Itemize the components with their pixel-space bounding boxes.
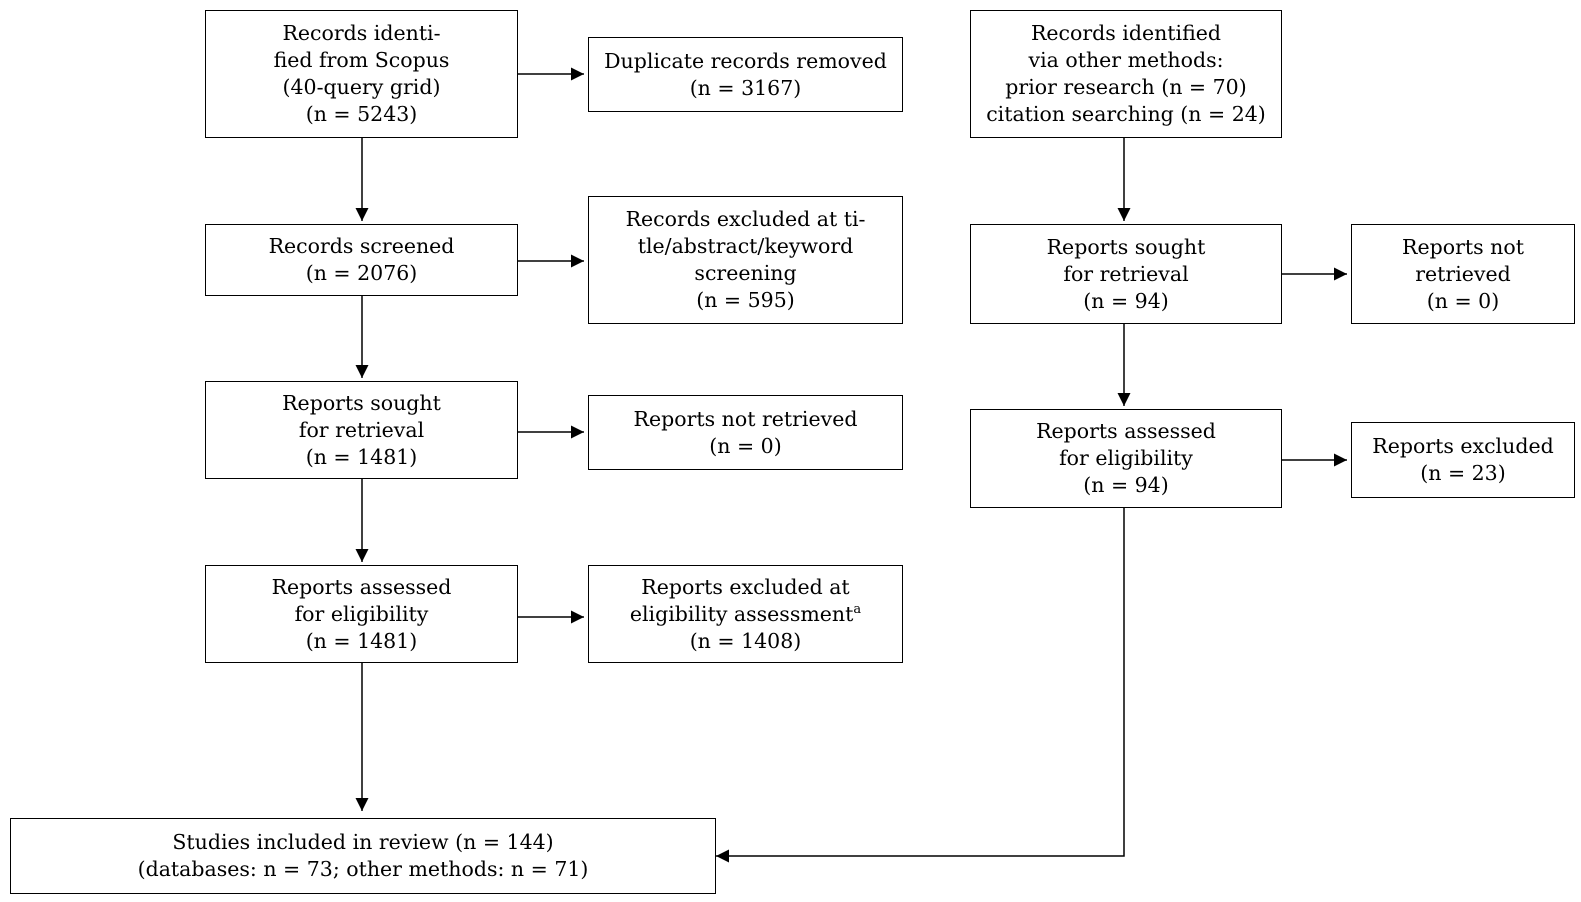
arrow-other-assessed-to-included <box>716 508 1125 863</box>
box-text-line: Reports not <box>1402 234 1524 259</box>
box-records-screened: Records screened (n = 2076) <box>205 224 518 296</box>
box-records-identified-other: Records identified via other methods: pr… <box>970 10 1282 138</box>
box-text-line: Reports assessed <box>271 574 452 599</box>
box-text-line: Studies included in review (n = 144) <box>172 830 554 854</box>
box-text-line: prior research (n = 70) <box>1005 75 1247 99</box>
box-text-line: (n = 0) <box>1426 288 1500 313</box>
box-studies-included: Studies included in review (n = 144) (da… <box>10 818 716 894</box>
box-text-line: Records identi- <box>282 21 441 45</box>
box-text-line: (n = 1408) <box>689 628 802 653</box>
box-text-line: via other methods: <box>1028 48 1224 72</box>
box-text-line: (n = 5243) <box>305 102 418 126</box>
box-text-line: for eligibility <box>294 601 429 626</box>
box-reports-sought: Reports sought for retrieval (n = 1481) <box>205 381 518 479</box>
box-text-line: for retrieval <box>298 417 425 442</box>
box-text-line: Duplicate records removed <box>604 48 887 73</box>
box-records-excluded-screening: Records excluded at ti- tle/abstract/key… <box>588 196 903 324</box>
box-text-line: (n = 2076) <box>305 261 418 285</box>
box-text-line: (n = 0) <box>709 433 782 458</box>
box-reports-excluded-eligibility: Reports excluded at eligibility assessme… <box>588 565 903 663</box>
box-text-line: (n = 595) <box>696 288 795 312</box>
box-text-line: (n = 1481) <box>305 628 418 653</box>
box-text-line: for eligibility <box>1059 446 1193 470</box>
box-reports-not-retrieved: Reports not retrieved (n = 0) <box>588 395 903 470</box>
box-text-line: fied from Scopus <box>273 48 450 72</box>
box-other-reports-excluded: Reports excluded (n = 23) <box>1351 422 1575 498</box>
box-text-line: tle/abstract/keyword <box>637 234 854 258</box>
box-records-identified-scopus: Records identi- fied from Scopus (40-que… <box>205 10 518 138</box>
box-text-line: Reports assessed <box>1036 419 1216 443</box>
box-text-line: Records identified <box>1030 21 1222 45</box>
box-text-line: (n = 3167) <box>689 75 802 100</box>
box-text-line: Reports not retrieved <box>633 406 858 431</box>
box-text-line: (n = 94) <box>1083 288 1169 313</box>
box-reports-assessed: Reports assessed for eligibility (n = 14… <box>205 565 518 663</box>
box-text-line: Records screened <box>268 234 455 258</box>
box-text-line: (n = 23) <box>1420 461 1506 485</box>
box-other-reports-sought: Reports sought for retrieval (n = 94) <box>970 224 1282 324</box>
box-text-line: Reports excluded at <box>641 574 850 599</box>
box-text-line: (n = 1481) <box>305 444 418 469</box>
box-text-fragment: eligibility assessment <box>629 601 854 626</box>
box-text-line: (40-query grid) <box>282 75 441 99</box>
box-text-line: Reports sought <box>282 390 441 415</box>
box-text-line: (n = 94) <box>1083 473 1169 497</box>
box-duplicates-removed: Duplicate records removed (n = 3167) <box>588 37 903 112</box>
box-text-line: for retrieval <box>1063 261 1189 286</box>
box-text-line: citation searching (n = 24) <box>986 102 1266 126</box>
box-text-line: Records excluded at ti- <box>625 207 866 231</box>
box-text-line: screening <box>694 261 797 285</box>
box-text-line: (databases: n = 73; other methods: n = 7… <box>137 857 589 881</box>
box-text-line: Reports excluded <box>1372 434 1554 458</box>
box-text-line: Reports sought <box>1046 234 1206 259</box>
footnote-marker: a <box>853 601 862 617</box>
box-other-reports-not-retrieved: Reports not retrieved (n = 0) <box>1351 224 1575 324</box>
box-other-reports-assessed: Reports assessed for eligibility (n = 94… <box>970 409 1282 508</box>
box-text-line-with-footnote: eligibility assessmenta <box>630 601 861 628</box>
box-text-line: retrieved <box>1415 261 1511 286</box>
